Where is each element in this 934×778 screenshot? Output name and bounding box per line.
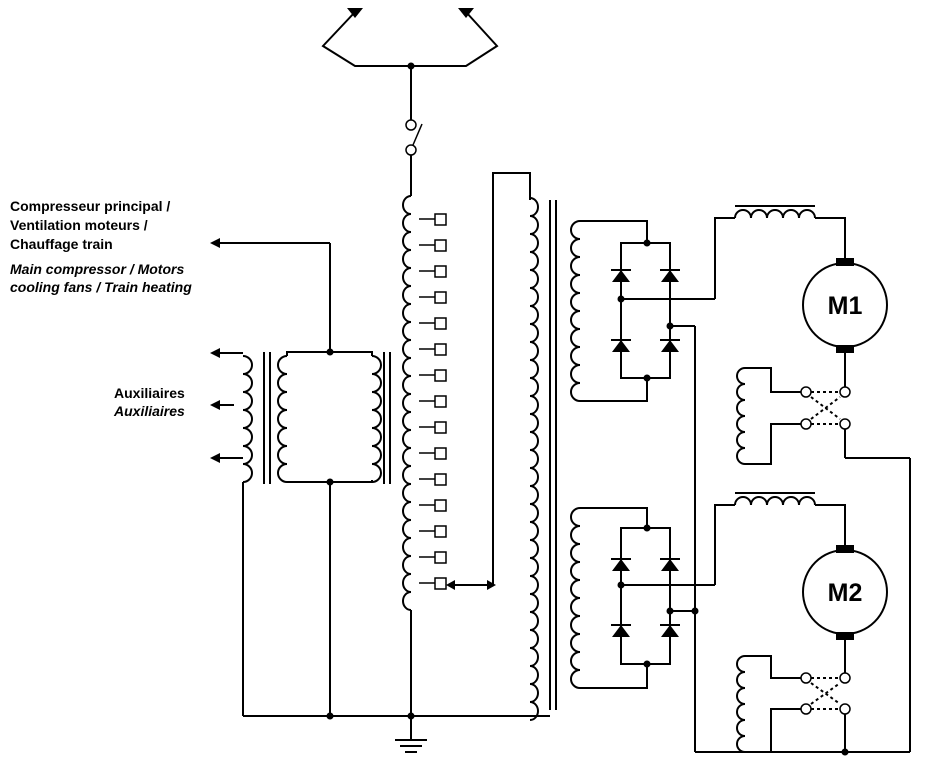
loads-label: Compresseur principal / Ventilation mote…: [10, 198, 192, 295]
main-switch-icon: [405, 119, 423, 196]
auxiliary-transformer: [210, 238, 391, 716]
motor-label-m1: M1: [828, 292, 863, 320]
loads-label-fr-1: Compresseur principal /: [10, 198, 170, 214]
auxiliaries-label: Auxiliaires Auxiliaires: [113, 385, 185, 419]
secondary-winding-1: [570, 220, 648, 402]
loads-label-en-1: Main compressor / Motors: [10, 261, 184, 277]
smoothing-inductor-icon: [714, 492, 846, 585]
diode-bridge-icon: [611, 239, 715, 382]
loads-label-fr-2: Ventilation moteurs /: [10, 217, 148, 233]
diode-bridge-icon: [611, 524, 715, 668]
aux-label-en: Auxiliaires: [113, 403, 185, 419]
motor-label-m2: M2: [828, 579, 863, 607]
secondary-winding-2: [570, 507, 648, 689]
field-winding-2: [736, 655, 851, 753]
return-bus: [691, 326, 911, 756]
ground-icon: [395, 739, 427, 753]
dc-motor-icon: M2: [802, 545, 888, 675]
aux-label-fr: Auxiliaires: [114, 385, 185, 401]
loads-label-en-2: cooling fans / Train heating: [10, 279, 192, 295]
smoothing-inductor-icon: [714, 205, 846, 299]
ground-bus: [243, 712, 550, 740]
traction-transformer-primary-winding: [529, 197, 557, 721]
tap-selector-wire: [446, 172, 531, 590]
field-winding-1: [736, 367, 851, 465]
pantograph-icon: [321, 8, 499, 120]
dc-motor-icon: M1: [802, 258, 888, 388]
tap-changer-transformer-icon: [402, 195, 447, 716]
loads-label-fr-3: Chauffage train: [10, 236, 113, 252]
